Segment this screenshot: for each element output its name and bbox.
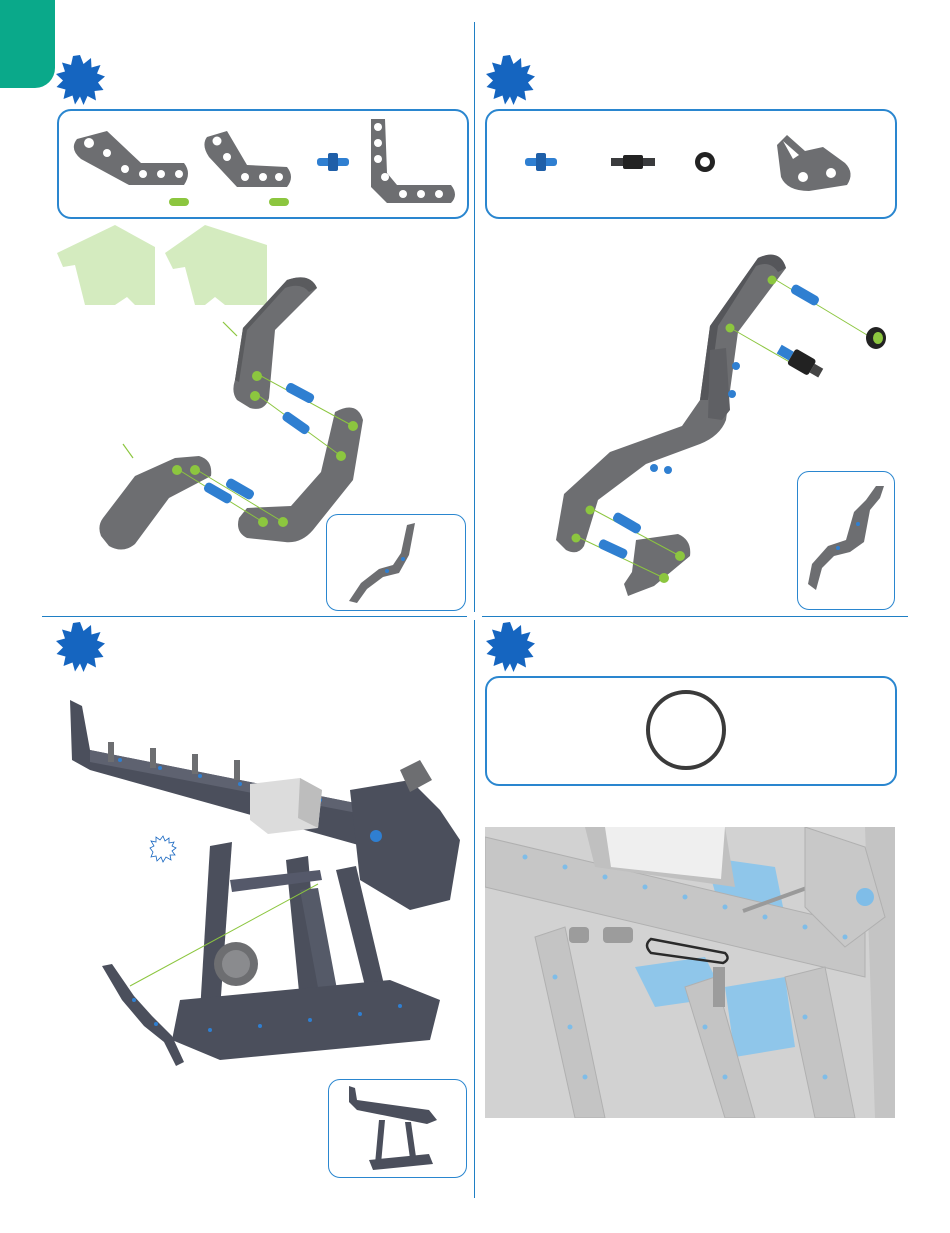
step-marker-4 xyxy=(485,622,535,672)
assembly-step-3 xyxy=(60,700,470,1075)
vertical-divider-top xyxy=(474,22,475,612)
preview-inset-step-1 xyxy=(326,514,466,611)
preview-inset-step-2 xyxy=(797,471,895,610)
horizontal-divider-right xyxy=(482,616,908,617)
pin-icon xyxy=(525,153,557,171)
horizontal-divider-left xyxy=(42,616,467,617)
starburst-icon xyxy=(485,622,535,672)
length-marker-icon xyxy=(269,198,289,206)
step-marker-2 xyxy=(485,55,535,105)
preview-inset-step-3 xyxy=(328,1079,467,1178)
angled-beam-icon xyxy=(74,131,188,185)
rubber-band-icon xyxy=(648,692,724,768)
standoff-icon xyxy=(611,155,655,169)
step-marker-1 xyxy=(55,55,105,105)
washer-icon xyxy=(695,152,715,172)
starburst-icon xyxy=(55,622,105,672)
parts-box-step-2 xyxy=(485,109,897,219)
parts-box-step-4 xyxy=(485,676,897,786)
length-marker-icon xyxy=(169,198,189,206)
angled-beam-icon xyxy=(371,119,455,203)
parts-box-step-1 xyxy=(57,109,469,219)
corner-tab xyxy=(0,0,55,88)
pin-icon xyxy=(317,153,349,171)
starburst-icon xyxy=(55,55,105,105)
detail-view-step-4 xyxy=(485,827,895,1118)
starburst-outline-icon xyxy=(149,835,177,863)
step-marker-3 xyxy=(55,622,105,672)
vertical-divider-bottom xyxy=(474,620,475,1198)
hook-plate-icon xyxy=(777,135,851,191)
starburst-icon xyxy=(485,55,535,105)
angled-beam-icon xyxy=(204,131,291,187)
